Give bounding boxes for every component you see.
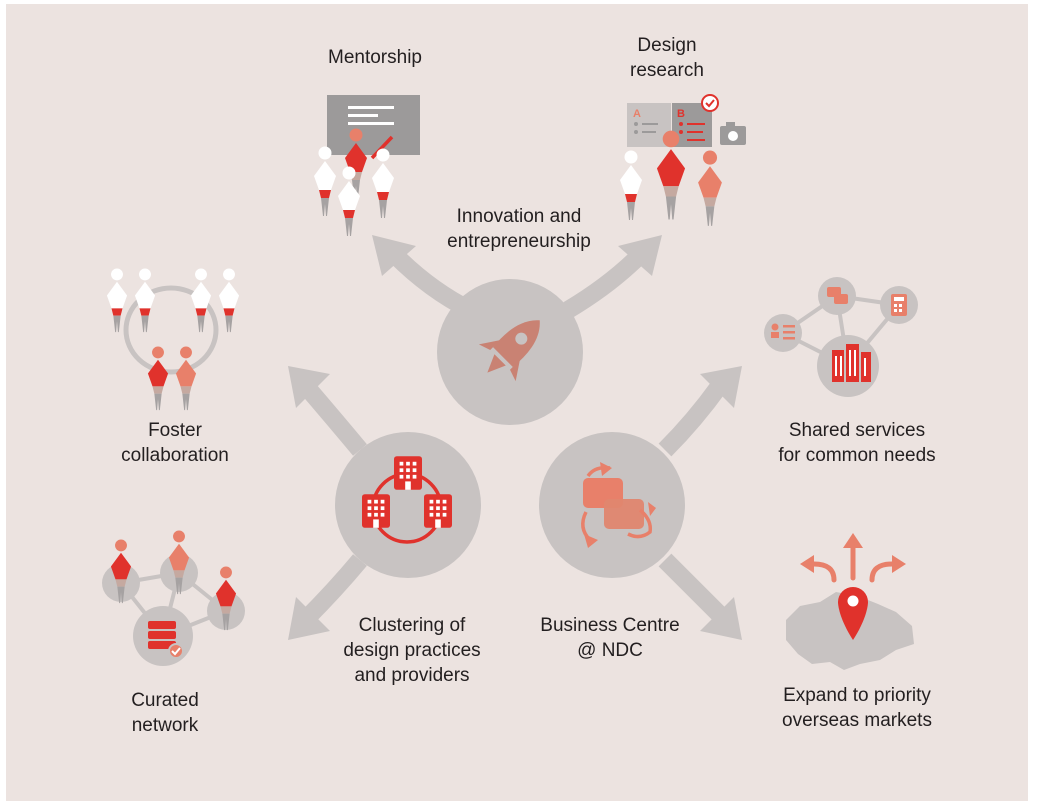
arrow-to-design-research bbox=[563, 248, 647, 318]
arrowhead-expand-overseas bbox=[700, 597, 742, 640]
rocket-icon bbox=[478, 320, 540, 382]
label-curated-network: Curated network bbox=[131, 690, 199, 736]
label-shared-services: Shared services for common needs bbox=[778, 420, 936, 466]
arrowhead-shared-services bbox=[700, 366, 742, 408]
label-business-centre: Business Centre @ NDC bbox=[540, 615, 680, 661]
arrow-to-shared-services bbox=[658, 379, 728, 457]
hub-clustering bbox=[335, 432, 481, 578]
research-icon: A B bbox=[620, 94, 746, 226]
svg-text:B: B bbox=[677, 108, 685, 120]
arrow-to-curated-network bbox=[298, 554, 367, 627]
svg-text:A: A bbox=[633, 108, 641, 120]
arrow-to-expand-overseas bbox=[658, 553, 732, 627]
presentation-icon bbox=[314, 95, 420, 236]
people-circle-icon bbox=[106, 268, 240, 411]
arrowhead-curated-network bbox=[288, 597, 330, 640]
label-expand-overseas: Expand to priority overseas markets bbox=[782, 685, 932, 731]
arrowhead-design-research bbox=[618, 235, 662, 276]
arrowhead-mentorship bbox=[372, 235, 416, 276]
label-innovation: Innovation and entrepreneurship bbox=[447, 206, 591, 252]
arrow-to-foster-collaboration bbox=[298, 379, 367, 456]
label-mentorship: Mentorship bbox=[328, 47, 422, 68]
map-pin-icon bbox=[786, 533, 914, 670]
label-clustering: Clustering of design practices and provi… bbox=[343, 615, 481, 686]
arrowhead-foster-collaboration bbox=[288, 366, 330, 408]
hub-business-centre bbox=[539, 432, 685, 578]
buildings-network-icon bbox=[362, 456, 452, 544]
label-foster-collaboration: Foster collaboration bbox=[121, 420, 229, 466]
exchange-arrows-icon bbox=[581, 462, 656, 548]
label-design-research: Design research bbox=[630, 35, 704, 81]
services-network-icon bbox=[764, 277, 918, 397]
hub-innovation bbox=[437, 279, 583, 425]
network-icon bbox=[102, 530, 245, 666]
arrowheads bbox=[288, 235, 742, 640]
